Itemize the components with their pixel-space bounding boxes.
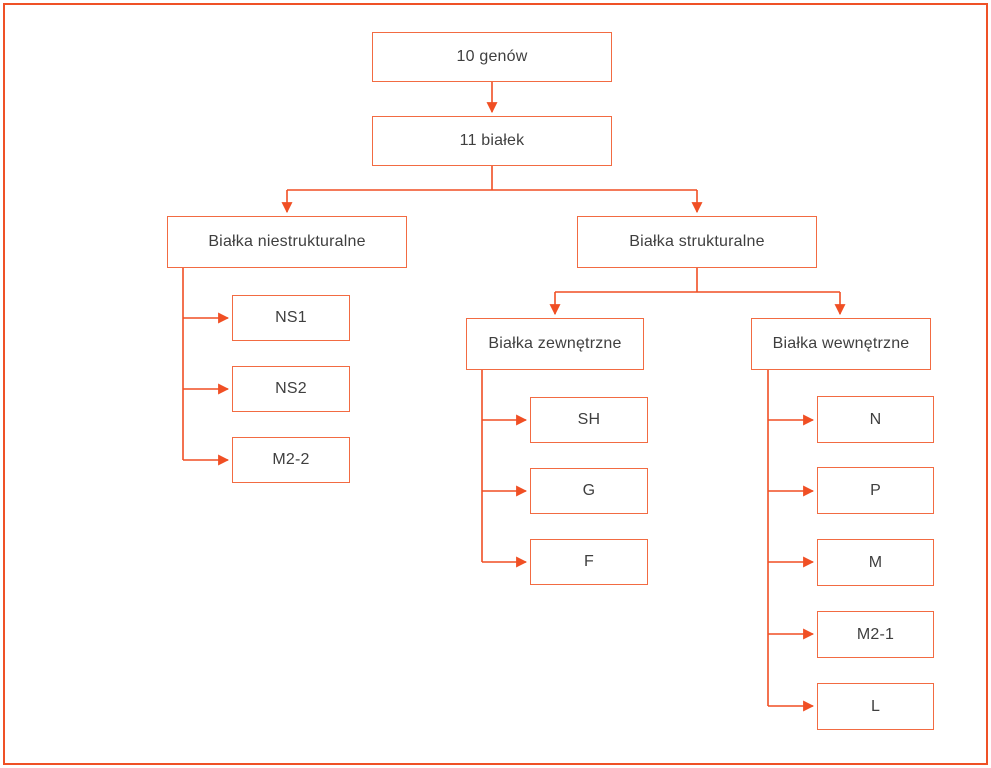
node-bialka-strukturalne: Białka strukturalne: [577, 216, 817, 268]
node-m2-2: M2-2: [232, 437, 350, 483]
node-m: M: [817, 539, 934, 586]
node-bialka-niestrukturalne: Białka niestrukturalne: [167, 216, 407, 268]
node-ns1: NS1: [232, 295, 350, 341]
node-n: N: [817, 396, 934, 443]
node-bialka-zewnetrzne: Białka zewnętrzne: [466, 318, 644, 370]
node-ns2: NS2: [232, 366, 350, 412]
node-11-bialek: 11 białek: [372, 116, 612, 166]
node-m2-1: M2-1: [817, 611, 934, 658]
node-f: F: [530, 539, 648, 585]
node-p: P: [817, 467, 934, 514]
node-10-genow: 10 genów: [372, 32, 612, 82]
node-bialka-wewnetrzne: Białka wewnętrzne: [751, 318, 931, 370]
node-g: G: [530, 468, 648, 514]
node-sh: SH: [530, 397, 648, 443]
node-l: L: [817, 683, 934, 730]
